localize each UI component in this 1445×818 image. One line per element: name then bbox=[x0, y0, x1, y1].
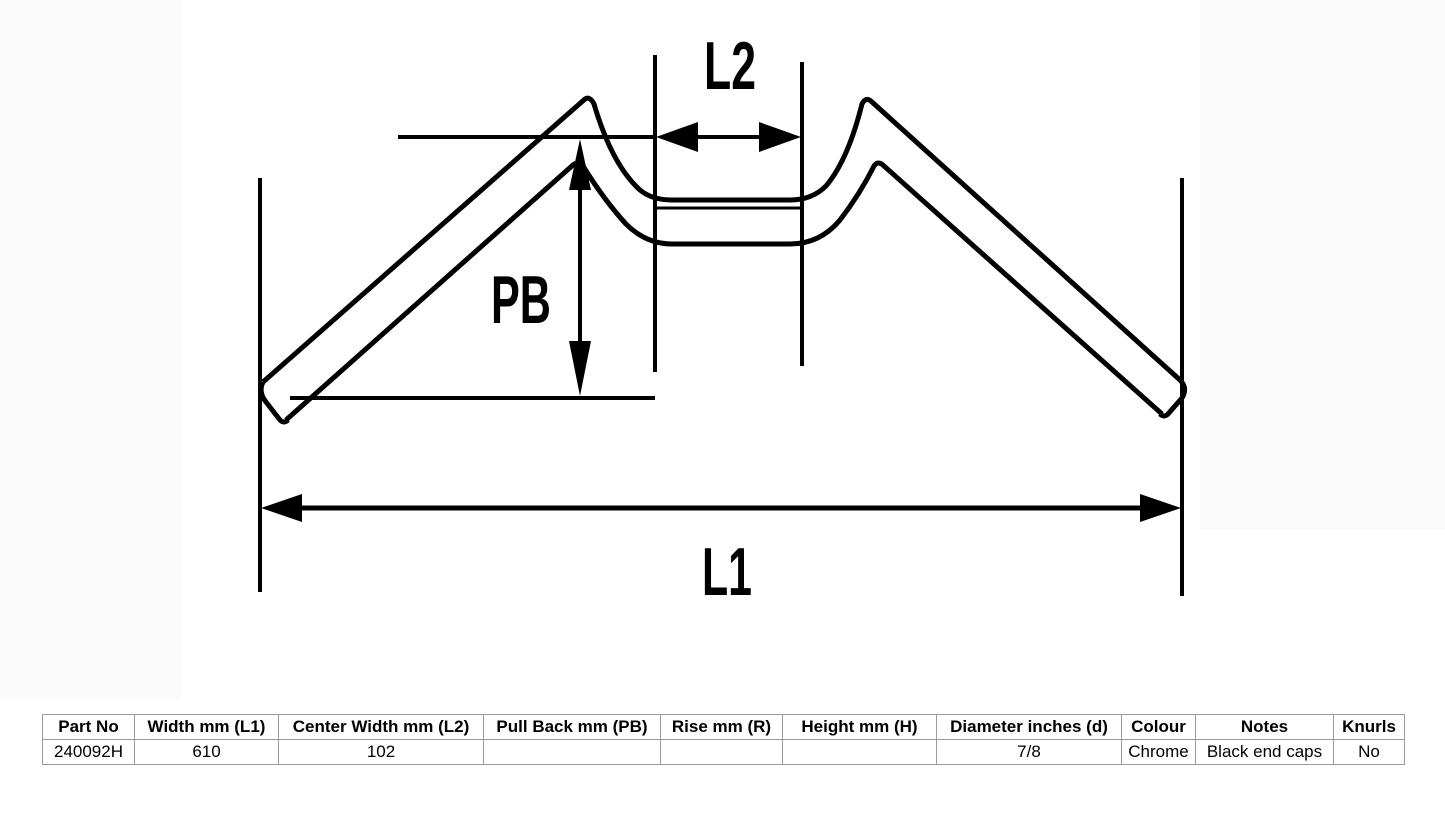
cell-part-no: 240092H bbox=[42, 739, 135, 765]
header-width: Width mm (L1) bbox=[134, 714, 279, 740]
handlebar-left-end bbox=[258, 380, 290, 425]
handlebar-top-edge bbox=[261, 95, 1182, 384]
header-pull-back: Pull Back mm (PB) bbox=[483, 714, 661, 740]
cell-center-width: 102 bbox=[278, 739, 484, 765]
pb-label: PB bbox=[491, 262, 551, 338]
pb-arrow-top bbox=[569, 139, 591, 190]
diagram-margin-left bbox=[0, 0, 182, 700]
header-colour: Colour bbox=[1121, 714, 1196, 740]
spec-table: Part No Width mm (L1) Center Width mm (L… bbox=[42, 714, 1405, 765]
cell-knurls: No bbox=[1333, 739, 1405, 765]
l1-arrow-left bbox=[261, 494, 302, 522]
pb-arrow-bottom bbox=[569, 341, 591, 396]
header-height: Height mm (H) bbox=[782, 714, 937, 740]
cell-width: 610 bbox=[134, 739, 279, 765]
header-diameter: Diameter inches (d) bbox=[936, 714, 1122, 740]
diagram-margin-right bbox=[1200, 0, 1445, 530]
cell-diameter: 7/8 bbox=[936, 739, 1122, 765]
header-knurls: Knurls bbox=[1333, 714, 1405, 740]
table-row: 240092H 610 102 7/8 Chrome Black end cap… bbox=[42, 739, 1405, 765]
l1-arrow-right bbox=[1140, 494, 1181, 522]
cell-height bbox=[782, 739, 937, 765]
header-center-width: Center Width mm (L2) bbox=[278, 714, 484, 740]
l2-arrow-right bbox=[759, 122, 801, 152]
cell-notes: Black end caps bbox=[1195, 739, 1334, 765]
l2-label: L2 bbox=[704, 28, 756, 104]
header-notes: Notes bbox=[1195, 714, 1334, 740]
cell-colour: Chrome bbox=[1121, 739, 1196, 765]
header-rise: Rise mm (R) bbox=[660, 714, 783, 740]
cell-rise bbox=[660, 739, 783, 765]
l2-arrow-left bbox=[656, 122, 698, 152]
spec-table-header-row: Part No Width mm (L1) Center Width mm (L… bbox=[42, 714, 1405, 740]
cell-pull-back bbox=[483, 739, 661, 765]
handlebar-diagram: L2 PB L1 bbox=[0, 0, 1445, 700]
l1-label: L1 bbox=[702, 534, 752, 610]
header-part-no: Part No bbox=[42, 714, 135, 740]
handlebar-diagram-area: L2 PB L1 bbox=[0, 0, 1445, 700]
